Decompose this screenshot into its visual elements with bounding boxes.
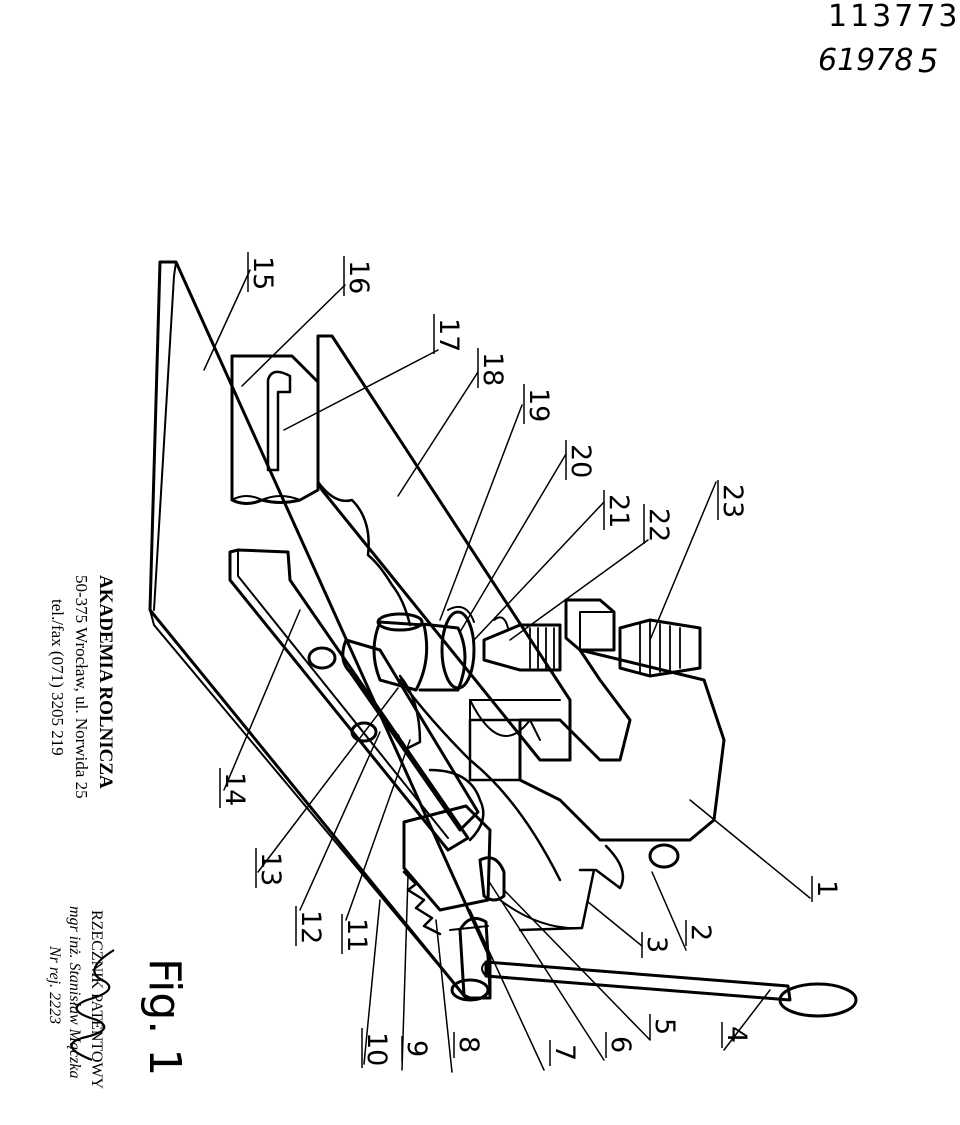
lever-knob (778, 982, 858, 1018)
spring-assembly (478, 856, 506, 902)
part-label-18: 18 (477, 352, 508, 386)
part-label-3: 3 (641, 936, 672, 953)
part-label-2: 2 (685, 924, 716, 941)
institution-name: AKADEMIA ROLNICZA (95, 575, 116, 789)
attorney-stamp: RZECZNIK PATENTOWY mgr inż. Stanisław Mą… (46, 906, 115, 1090)
part-label-5: 5 (649, 1018, 680, 1035)
motor-body (372, 620, 429, 692)
attorney-number: Nr rej. 2223 (46, 945, 63, 1024)
hook-rod (266, 370, 292, 472)
part-label-21: 21 (603, 494, 634, 528)
motor-end-cap (440, 610, 476, 690)
part-label-4: 4 (721, 1026, 752, 1043)
part-label-12: 12 (295, 910, 326, 944)
handwritten-reference: 61978 (818, 43, 913, 78)
part-label-23: 23 (717, 484, 748, 518)
square-block (564, 598, 616, 652)
part-label-20: 20 (565, 444, 596, 478)
document-number: 113773 (828, 0, 960, 34)
cable (398, 678, 562, 882)
base-plate-top-edge (153, 261, 177, 611)
part-label-22: 22 (643, 508, 674, 542)
figure-title: Fig. 1 (139, 958, 190, 1076)
lever-arm (484, 960, 792, 1002)
institution-stamp: AKADEMIA ROLNICZA 50-375 Wrocław, ul. No… (48, 575, 116, 799)
c-frame (518, 648, 726, 842)
lower-nut (648, 843, 680, 869)
clamp-bracket (396, 674, 422, 752)
upright-board-break (316, 480, 412, 627)
rail-nut (307, 646, 337, 670)
adjuster-threads (639, 621, 681, 675)
base-plate (148, 260, 492, 1000)
cable-2 (469, 699, 541, 741)
part-label-17: 17 (433, 318, 464, 352)
sheet-number: 5 (918, 42, 938, 80)
part-label-16: 16 (343, 260, 374, 294)
shaft (341, 638, 480, 832)
leader-lines (203, 269, 811, 1073)
rail-pin (350, 721, 378, 743)
attorney-name: mgr inż. Stanisław Mączka (66, 906, 83, 1078)
institution-phone: tel./fax (071) 3205 219 (48, 599, 67, 756)
threaded-bolt (482, 623, 562, 672)
part-label-9: 9 (401, 1040, 432, 1057)
attorney-signature (70, 949, 115, 1062)
spring-bracket (518, 868, 596, 932)
part-label-19: 19 (523, 388, 554, 422)
part-label-11: 11 (341, 918, 372, 952)
cable-3 (428, 768, 485, 842)
gear-rack (402, 870, 442, 936)
part-label-8: 8 (453, 1036, 484, 1053)
part-label-7: 7 (549, 1044, 580, 1061)
part-label-10: 10 (361, 1032, 392, 1066)
part-label-13: 13 (255, 852, 286, 886)
bolt-threads (529, 627, 555, 669)
part-label-15: 15 (247, 256, 278, 290)
machine-drawing (148, 260, 858, 1073)
lower-rail (228, 548, 470, 852)
institution-address: 50-375 Wrocław, ul. Norwida 25 (72, 575, 91, 799)
adjuster-screw (618, 618, 702, 678)
handle-pivot (458, 916, 492, 1001)
attorney-title: RZECZNIK PATENTOWY (88, 910, 105, 1090)
rear-block-break (231, 489, 319, 501)
part-label-14: 14 (219, 772, 250, 806)
part-label-6: 6 (605, 1036, 636, 1053)
part-label-1: 1 (811, 880, 842, 897)
handle-pivot-collar (449, 925, 489, 931)
